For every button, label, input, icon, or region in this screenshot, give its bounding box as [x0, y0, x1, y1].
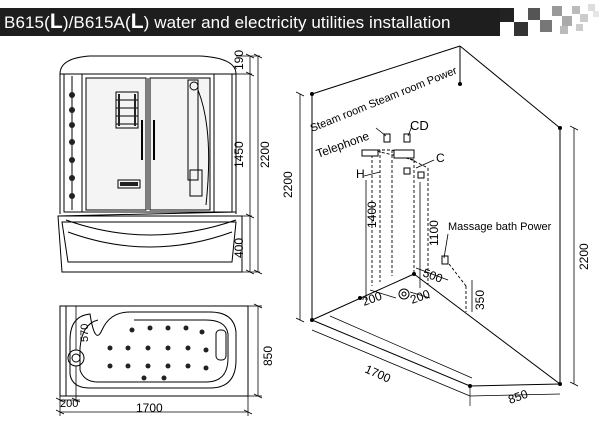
dim-2200-front: 2200: [258, 141, 272, 168]
dim-1400: 1400: [365, 201, 379, 228]
dim-400: 400: [232, 238, 246, 258]
seat: [117, 179, 141, 189]
label-steam-room-power: Steam room Steam room Power: [309, 65, 459, 135]
label-cd: CD: [410, 118, 429, 133]
dim-2200-right: 2200: [577, 243, 591, 270]
title-part: B615(: [4, 13, 50, 32]
shower-head: [189, 81, 199, 91]
dim-1450: 1450: [232, 141, 246, 168]
title-bar: [0, 8, 500, 36]
dim-200-top: 200: [60, 398, 78, 410]
dim-1700-iso: 1700: [363, 362, 393, 386]
top-view: 570 200 1700 850: [55, 303, 275, 416]
label-massage-bath-power: Massage bath Power: [448, 221, 552, 233]
shower-hose: [197, 89, 210, 206]
towel-rack: [115, 91, 139, 129]
page-title: B615(L)/B615A(L) water and electricity u…: [4, 10, 451, 34]
dim-2200-left: 2200: [281, 171, 295, 198]
title-part: L: [130, 10, 144, 33]
tub-wave: [67, 231, 233, 248]
dim-850-top: 850: [261, 346, 275, 366]
dim-200-a: 200: [360, 289, 384, 309]
title-part: L: [49, 10, 63, 33]
title-part: ) water and electricity utilities instal…: [143, 13, 451, 32]
dim-1700-top: 1700: [136, 401, 163, 415]
dim-190: 190: [232, 50, 246, 70]
title-part: )/B615A(: [62, 13, 131, 32]
tub-outline: [59, 305, 249, 397]
label-c: C: [436, 151, 445, 165]
iso-view: Steam room Steam room Power Telephone CD…: [281, 45, 591, 407]
dim-350: 350: [473, 290, 487, 310]
front-view: 190 1450 400 2200: [57, 50, 272, 275]
installation-drawing: B615(L)/B615A(L) water and electricity u…: [0, 4, 599, 416]
dim-200-b: 200: [408, 287, 432, 307]
dim-500: 500: [421, 266, 445, 286]
dim-1100: 1100: [427, 220, 441, 246]
checker-decoration: [500, 4, 599, 36]
dim-850-iso: 850: [506, 387, 530, 407]
label-h: H: [356, 167, 365, 181]
shower-column: [187, 79, 199, 181]
dim-570: 570: [79, 324, 91, 342]
cabinet-outline: [59, 55, 237, 214]
grab-handle: [215, 329, 227, 361]
right-door: [149, 77, 211, 211]
control-panel: [189, 169, 203, 197]
